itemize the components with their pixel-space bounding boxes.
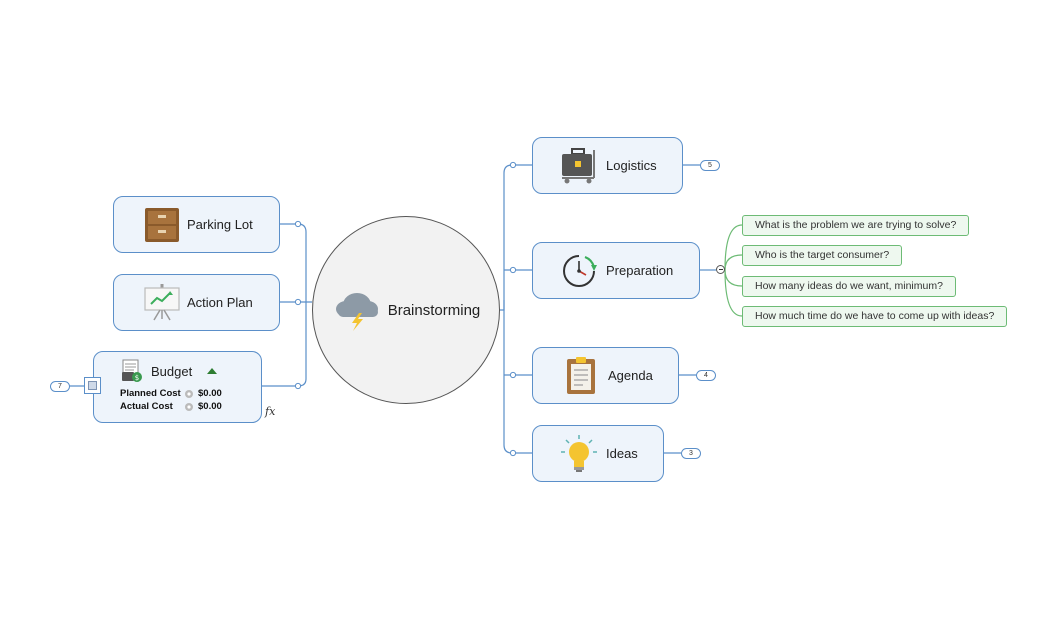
- actual-cost-label: Actual Cost: [120, 401, 173, 412]
- agenda-label: Agenda: [608, 368, 653, 383]
- logistics-count-badge[interactable]: 5: [700, 160, 720, 171]
- subtopic-problem[interactable]: What is the problem we are trying to sol…: [742, 215, 970, 236]
- clipboard-icon: [561, 356, 601, 396]
- branch-logistics[interactable]: Logistics: [532, 137, 683, 194]
- budget-label: Budget: [151, 363, 193, 379]
- branch-action-plan[interactable]: Action Plan: [113, 274, 280, 331]
- budget-sheet-icon: $: [120, 359, 144, 383]
- actual-cost-value: $0.00: [198, 401, 222, 412]
- briefcase-cart-icon: [559, 146, 599, 186]
- svg-text:$: $: [135, 374, 139, 382]
- planned-cost-label: Planned Cost: [120, 388, 181, 399]
- collapse-toggle-icon[interactable]: [716, 265, 725, 274]
- ideas-count-badge[interactable]: 3: [681, 448, 701, 459]
- ideas-label: Ideas: [606, 446, 638, 461]
- subtopic-time-available[interactable]: How much time do we have to come up with…: [742, 306, 1008, 327]
- presentation-board-icon: [142, 283, 182, 323]
- branch-agenda[interactable]: Agenda: [532, 347, 679, 404]
- subtopic-target-consumer[interactable]: Who is the target consumer?: [742, 245, 903, 266]
- action-plan-label: Action Plan: [187, 295, 253, 310]
- branch-parking-lot[interactable]: Parking Lot: [113, 196, 280, 253]
- subtopic-idea-count[interactable]: How many ideas do we want, minimum?: [742, 276, 956, 297]
- planned-cost-row: Planned Cost $0.00: [120, 387, 261, 400]
- formula-icon: fx: [265, 405, 276, 418]
- central-topic-label: Brainstorming: [387, 301, 481, 319]
- branch-ideas[interactable]: Ideas: [532, 425, 664, 482]
- gear-icon: [184, 389, 194, 399]
- preparation-label: Preparation: [606, 263, 674, 278]
- filing-cabinet-icon: [142, 205, 182, 245]
- agenda-count-badge[interactable]: 4: [696, 370, 716, 381]
- budget-count-badge[interactable]: 7: [50, 381, 70, 392]
- actual-cost-row: Actual Cost $0.00: [120, 400, 261, 413]
- storm-cloud-icon: [332, 285, 382, 336]
- attachment-icon[interactable]: [84, 377, 101, 394]
- branch-preparation[interactable]: Preparation: [532, 242, 700, 299]
- collapse-arrow-icon[interactable]: [207, 368, 217, 374]
- branch-budget[interactable]: $ Budget Planned Cost $0.00 Actual Cost …: [93, 351, 262, 423]
- central-topic[interactable]: Brainstorming: [312, 216, 500, 404]
- parking-lot-label: Parking Lot: [187, 217, 253, 232]
- logistics-label: Logistics: [606, 158, 657, 173]
- gear-icon: [184, 402, 194, 412]
- clock-icon: [559, 251, 599, 291]
- lightbulb-icon: [559, 434, 599, 474]
- planned-cost-value: $0.00: [198, 388, 222, 399]
